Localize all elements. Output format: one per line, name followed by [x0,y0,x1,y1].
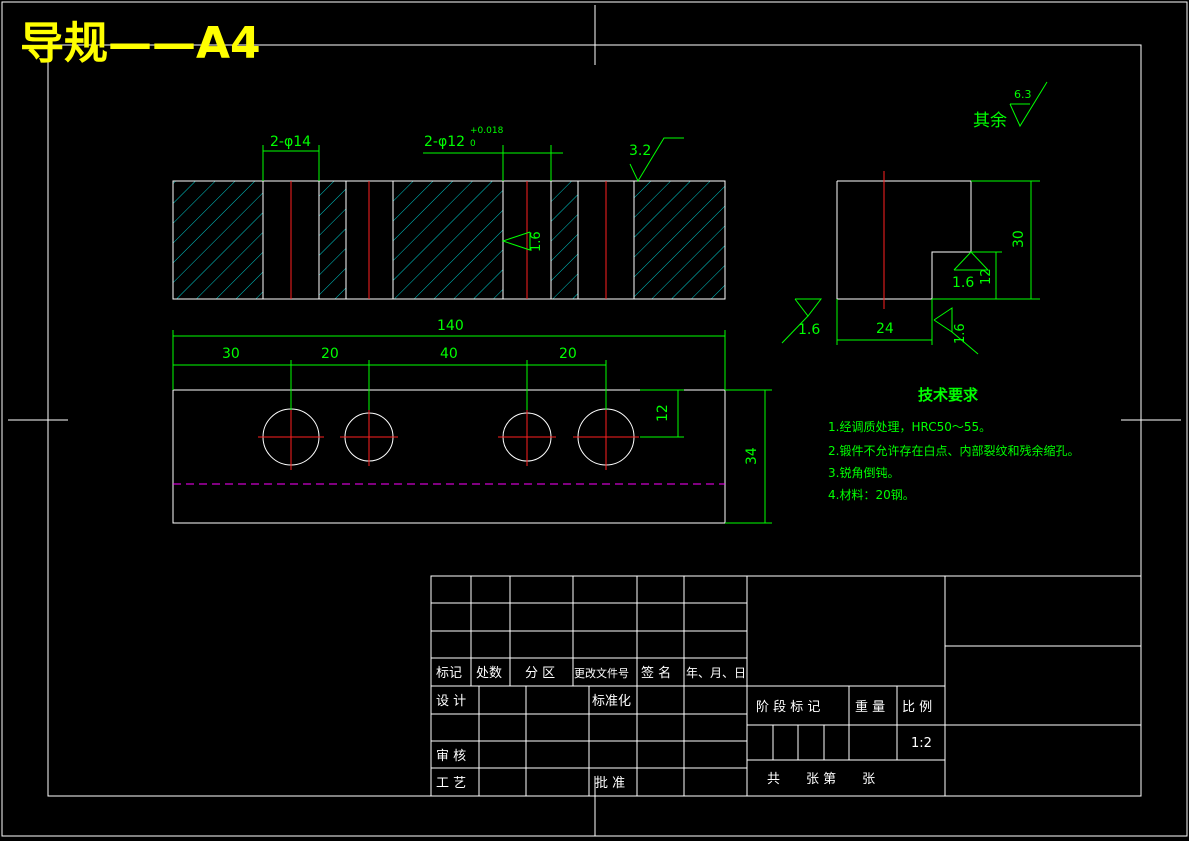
tech-requirement-item: 1.经调质处理，HRC50～55。 [828,420,991,434]
tb-approve: 批 准 [595,776,625,791]
roughness-other-value: 6.3 [1014,88,1032,101]
roughness-top-value: 3.2 [629,143,651,159]
top-view: 140 30 20 40 20 12 34 [172,318,772,524]
drawing-title: 导规——A4 [20,18,261,69]
tb-count: 处数 [476,666,502,681]
roughness-bottom-left-value: 1.6 [798,322,820,338]
tolerance-upper: +0.018 [470,126,504,136]
side-dimensions [781,81,1048,355]
tech-requirement-item: 4.材料：20钢。 [828,488,915,502]
centerlines [290,181,607,299]
tb-process: 工 艺 [436,776,466,791]
tb-sheets: 共 张 第 张 [767,772,875,787]
hole-callout-phi14: 2-φ14 [270,134,311,150]
dim-30: 30 [222,346,240,362]
roughness-bore-value: 1.6 [529,231,544,252]
title-block-text: 标记 处数 分 区 更改文件号 签 名 年、月、日 设 计 标准化 审 核 工 … [436,665,932,791]
side-dim-24: 24 [876,321,894,337]
tech-requirement-item: 3.锐角倒钝。 [828,466,899,480]
dim-20a: 20 [321,346,339,362]
tb-weight: 重 量 [855,699,885,715]
tech-requirement-item: 2.锻件不允许存在白点、内部裂纹和残余缩孔。 [828,443,1079,458]
hole-callout-phi12: 2-φ12 [424,134,465,150]
dim-overall-length: 140 [437,318,464,334]
tb-scale-value: 1:2 [911,736,932,751]
side-dim-30: 30 [1011,230,1027,248]
tolerance-lower: 0 [470,139,476,149]
side-view: 其余 6.3 30 12 24 1.6 1.6 1.6 [781,81,1048,355]
tb-scale-label: 比 例 [902,700,932,715]
tb-zone: 分 区 [525,666,555,681]
tb-design: 设 计 [436,694,466,709]
roughness-other-label: 其余 [973,111,1007,131]
front-section-view: 2-φ14 2-φ12 +0.018 0 3.2 1.6 [172,126,726,300]
top-dimensions [172,330,772,524]
tech-requirements-title: 技术要求 [918,386,979,404]
roughness-bottom-right-value: 1.6 [953,323,968,344]
tb-sign: 签 名 [641,665,671,681]
tb-mark: 标记 [436,666,462,681]
front-dimensions [262,137,684,251]
tb-stage: 阶 段 标 记 [756,700,820,715]
dim-20b: 20 [559,346,577,362]
tb-review: 审 核 [436,749,466,764]
tb-docno: 更改文件号 [574,666,629,680]
tb-standard: 标准化 [592,694,631,709]
dim-40: 40 [440,346,458,362]
dim-12: 12 [655,404,671,422]
tech-requirements: 技术要求 1.经调质处理，HRC50～55。 2.锻件不允许存在白点、内部裂纹和… [828,386,1079,502]
side-dim-12: 12 [979,268,994,285]
hatch-areas [173,181,725,299]
title-block [430,575,1142,797]
tb-date: 年、月、日 [686,666,746,680]
dim-34: 34 [744,447,760,465]
roughness-step-value: 1.6 [952,275,974,291]
